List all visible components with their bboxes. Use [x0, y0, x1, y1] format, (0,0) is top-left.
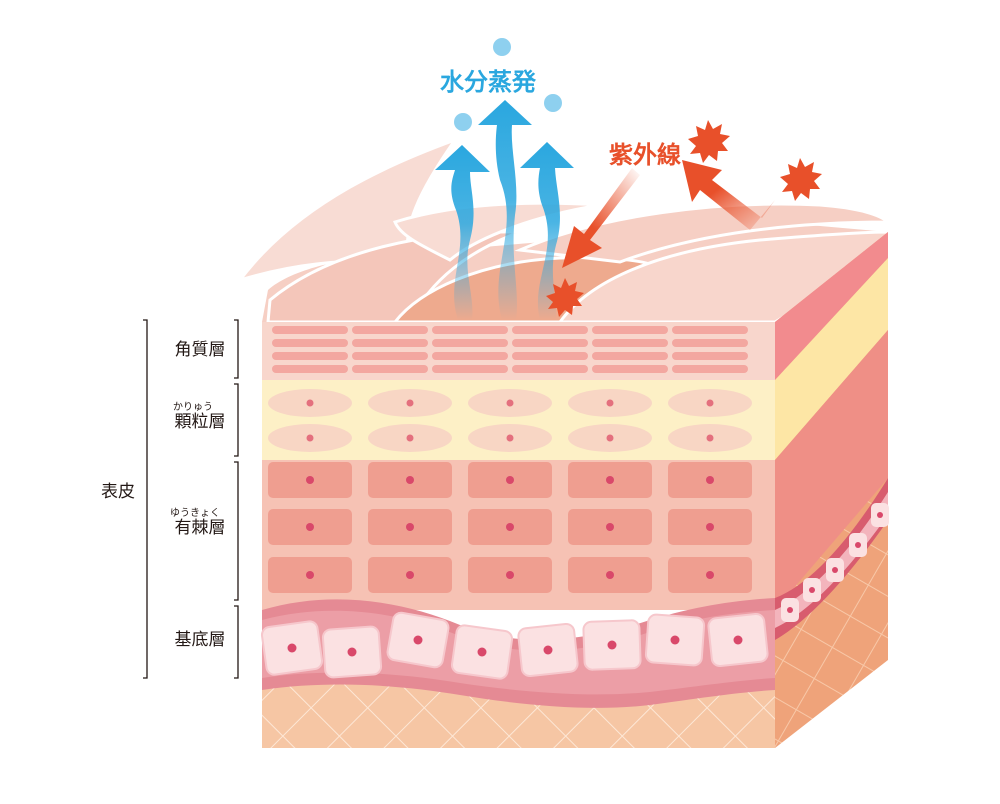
cell-nucleus — [406, 571, 414, 579]
bracket-basal — [234, 605, 239, 679]
cell-nucleus — [809, 587, 815, 593]
front-face — [260, 322, 775, 748]
corneum-cell — [272, 365, 348, 373]
corneum-cell — [352, 326, 428, 334]
corneum-cell — [512, 365, 588, 373]
cell-nucleus — [606, 523, 614, 531]
cell-nucleus — [306, 399, 314, 407]
corneum-cell — [352, 365, 428, 373]
layer-label-corneum: 角質層 — [175, 340, 226, 360]
epidermis-label: 表皮 — [101, 482, 135, 502]
corneum-cell — [512, 352, 588, 360]
uv-starburst-icon — [546, 278, 584, 317]
bracket-granular — [234, 383, 239, 457]
reading-granular: かりゅう — [173, 401, 213, 413]
layer-label-basal: 基底層 — [175, 630, 226, 650]
corneum-cell — [672, 339, 748, 347]
corneum-cell — [272, 352, 348, 360]
cell-nucleus — [733, 635, 743, 645]
corneum-cell — [432, 352, 508, 360]
cell-nucleus — [706, 523, 714, 531]
water-evaporation-label: 水分蒸発 — [440, 68, 537, 96]
water-droplet — [544, 94, 562, 112]
cell-nucleus — [706, 571, 714, 579]
cell-nucleus — [506, 571, 514, 579]
cell-nucleus — [606, 434, 614, 442]
layer-brackets — [143, 319, 239, 679]
cell-nucleus — [543, 645, 553, 655]
uv-starburst-icon — [780, 158, 822, 201]
cell-nucleus — [306, 476, 314, 484]
cell-nucleus — [287, 643, 297, 653]
water-arrow-center — [478, 100, 532, 320]
corneum-cell — [592, 365, 668, 373]
uv-starburst-icon — [688, 120, 730, 163]
cell-nucleus — [477, 647, 487, 657]
uv-arrows — [546, 120, 822, 317]
corneum-cell — [432, 326, 508, 334]
corneum-cell — [272, 339, 348, 347]
corneum-cell — [352, 352, 428, 360]
cell-nucleus — [606, 399, 614, 407]
skin-surface — [236, 136, 892, 324]
cell-nucleus — [406, 523, 414, 531]
cell-nucleus — [877, 512, 883, 518]
corneum-cell — [432, 365, 508, 373]
cell-nucleus — [506, 523, 514, 531]
reading-spinous: ゆうきょく — [170, 507, 220, 519]
corneum-cell — [672, 326, 748, 334]
corneum-cell — [432, 339, 508, 347]
water-evaporation-arrows — [435, 38, 574, 320]
cell-nucleus — [406, 476, 414, 484]
side-face — [775, 232, 889, 748]
cell-nucleus — [855, 542, 861, 548]
uv-arrow-up — [682, 160, 775, 230]
cell-nucleus — [506, 434, 514, 442]
cell-nucleus — [306, 434, 314, 442]
cell-nucleus — [606, 476, 614, 484]
cell-nucleus — [306, 571, 314, 579]
cell-nucleus — [406, 399, 414, 407]
corneum-cell — [512, 339, 588, 347]
layer-label-granular: 顆粒層 — [175, 412, 226, 432]
water-arrow-left — [435, 145, 490, 320]
corneum-cell — [672, 352, 748, 360]
cell-nucleus — [347, 647, 357, 657]
uv-label: 紫外線 — [609, 141, 681, 169]
cell-nucleus — [706, 476, 714, 484]
cell-nucleus — [413, 635, 423, 645]
cell-nucleus — [306, 523, 314, 531]
cell-nucleus — [706, 399, 714, 407]
corneum-cell — [592, 339, 668, 347]
water-droplet — [454, 113, 472, 131]
corneum-cell — [512, 326, 588, 334]
layer-label-spinous: 有棘層 — [175, 518, 226, 538]
epidermis-bracket — [143, 319, 148, 679]
cell-nucleus — [787, 607, 793, 613]
uv-arrow-down — [562, 168, 640, 268]
bracket-corneum — [234, 319, 239, 379]
cell-nucleus — [607, 640, 617, 650]
cell-nucleus — [706, 434, 714, 442]
cell-nucleus — [506, 399, 514, 407]
cell-nucleus — [406, 434, 414, 442]
cell-nucleus — [670, 635, 680, 645]
corneum-cell — [592, 326, 668, 334]
water-droplet — [493, 38, 511, 56]
cell-nucleus — [832, 567, 838, 573]
corneum-cell — [672, 365, 748, 373]
corneum-cell — [272, 326, 348, 334]
cell-nucleus — [606, 571, 614, 579]
corneum-cell — [592, 352, 668, 360]
water-arrow-right — [520, 142, 574, 320]
bracket-spinous — [234, 461, 239, 601]
cell-nucleus — [506, 476, 514, 484]
corneum-cell — [352, 339, 428, 347]
